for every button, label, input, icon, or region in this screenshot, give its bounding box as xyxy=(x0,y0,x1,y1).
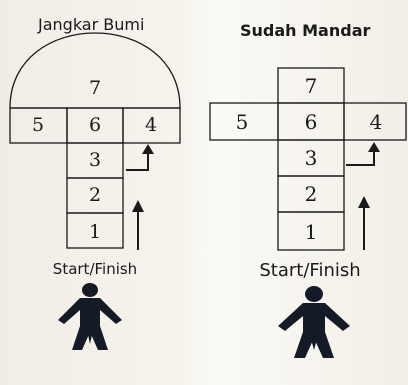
right-number-4: 4 xyxy=(370,110,383,134)
left-number-3: 3 xyxy=(89,149,101,171)
right-up-arrow-icon xyxy=(358,196,370,250)
right-diagram: Sudah Mandar 7 5 6 4 3 2 1 Start/Finish xyxy=(209,21,407,358)
left-square-1 xyxy=(66,212,124,249)
left-number-2: 2 xyxy=(89,184,101,206)
right-square-1 xyxy=(277,211,345,251)
right-number-5: 5 xyxy=(236,110,249,134)
left-square-4 xyxy=(122,107,181,144)
left-title: Jangkar Bumi xyxy=(37,15,144,34)
left-person-icon xyxy=(58,283,122,350)
right-turn-arrow-icon xyxy=(346,142,380,166)
right-number-1: 1 xyxy=(305,220,318,244)
left-number-4: 4 xyxy=(145,114,157,136)
left-number-1: 1 xyxy=(89,221,101,243)
left-up-arrow-icon xyxy=(132,200,144,250)
left-number-5: 5 xyxy=(32,114,44,136)
right-title: Sudah Mandar xyxy=(240,21,370,40)
right-person-icon xyxy=(278,286,350,358)
left-diagram: Jangkar Bumi 7 5 6 4 3 2 1 Start/Finish xyxy=(9,15,181,350)
right-number-3: 3 xyxy=(305,146,318,170)
left-start-label: Start/Finish xyxy=(53,260,137,278)
right-number-6: 6 xyxy=(305,110,318,134)
right-square-4 xyxy=(343,102,407,141)
left-turn-arrow-icon xyxy=(126,144,154,171)
left-number-6: 6 xyxy=(89,114,101,136)
right-number-7: 7 xyxy=(305,74,318,98)
right-start-label: Start/Finish xyxy=(259,260,360,281)
right-number-2: 2 xyxy=(305,182,318,206)
left-number-7: 7 xyxy=(89,77,101,99)
left-arc xyxy=(9,32,181,109)
